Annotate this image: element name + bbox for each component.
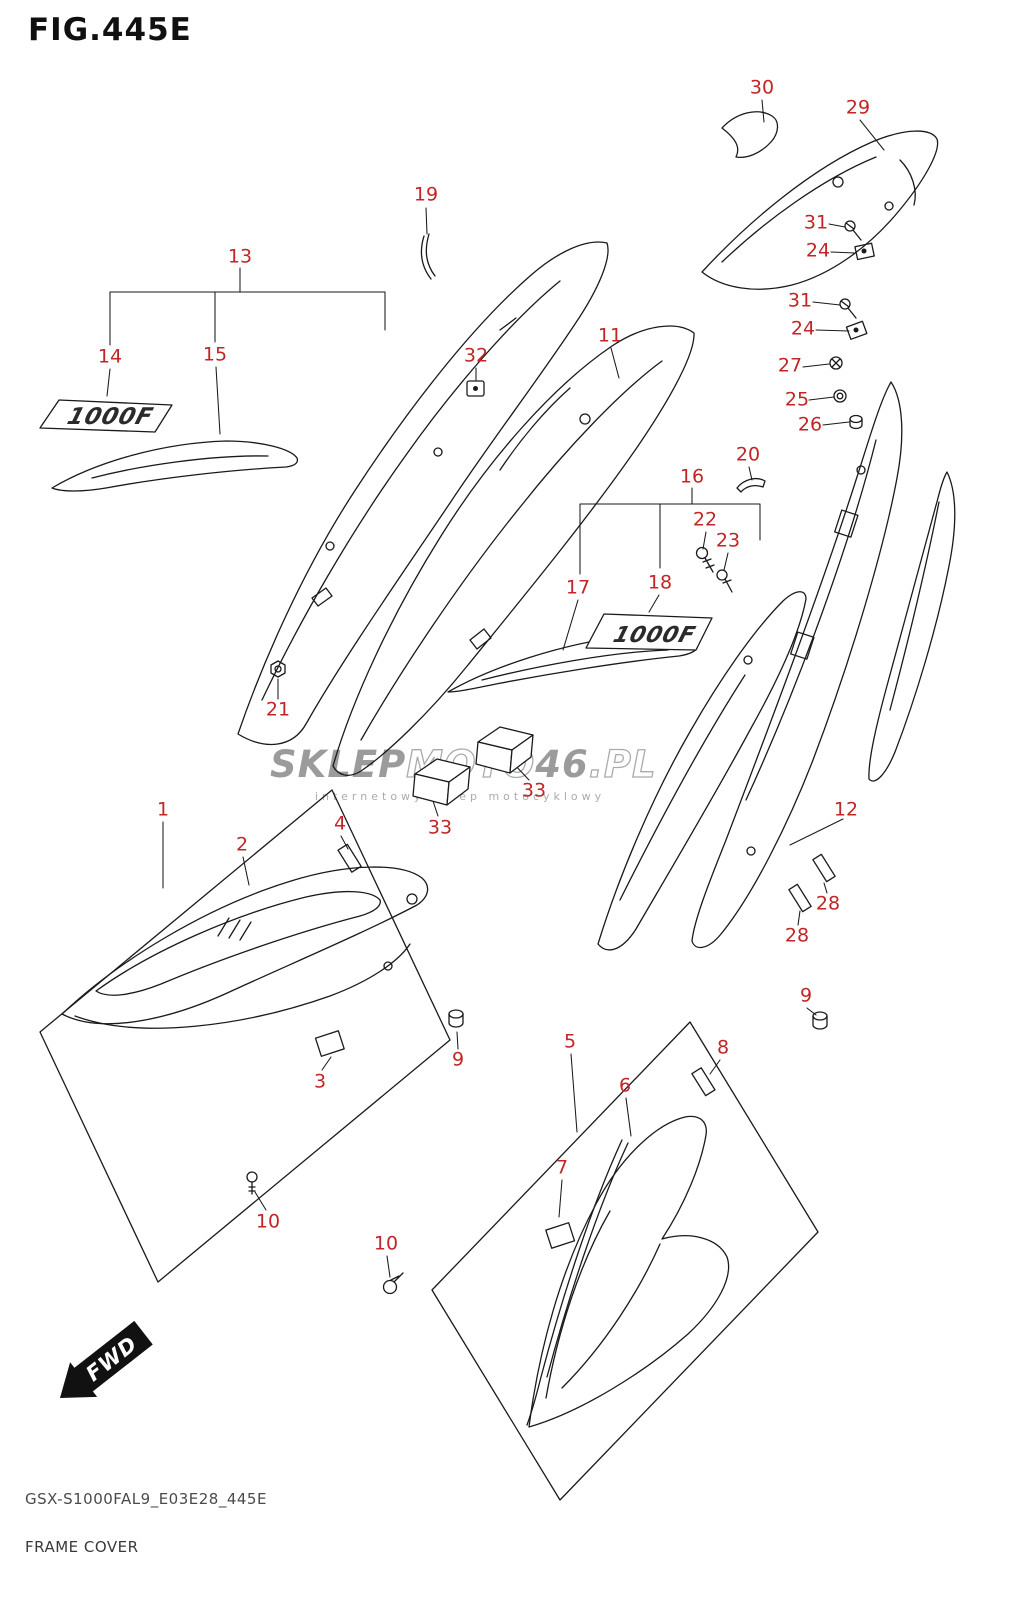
callout-17: 17 bbox=[565, 576, 591, 599]
cushion-3 bbox=[314, 1030, 345, 1057]
tape-8 bbox=[691, 1067, 716, 1097]
cushion-7 bbox=[545, 1222, 576, 1249]
callout-9: 9 bbox=[799, 984, 813, 1007]
screw-31-lower bbox=[839, 298, 857, 319]
callout-13: 13 bbox=[227, 245, 253, 268]
callout-14: 14 bbox=[97, 345, 123, 368]
callout-5: 5 bbox=[563, 1030, 577, 1053]
right-frame-cover bbox=[597, 591, 807, 951]
watermark-brand-segment: 46 bbox=[535, 743, 589, 786]
nut-25 bbox=[833, 389, 847, 403]
emblem-right-text: 1000F bbox=[610, 622, 699, 647]
emblem-right bbox=[585, 613, 713, 651]
callout-18: 18 bbox=[647, 571, 673, 594]
side-cover-left-assembly bbox=[61, 866, 429, 1029]
screw-23 bbox=[716, 569, 733, 593]
callout-12: 12 bbox=[833, 798, 859, 821]
side-rail-inner bbox=[691, 381, 903, 949]
side-rail-outer bbox=[868, 471, 956, 782]
tail-cover bbox=[701, 130, 939, 290]
callout-33: 33 bbox=[521, 779, 547, 802]
callout-33: 33 bbox=[427, 816, 453, 839]
figure-title: FIG.445E bbox=[28, 12, 192, 48]
screw-31-upper bbox=[844, 220, 862, 241]
assembly-box-right bbox=[431, 1021, 819, 1501]
hardware-box-left bbox=[412, 758, 471, 806]
tape-4 bbox=[337, 843, 362, 873]
screw-27 bbox=[829, 356, 843, 370]
callout-32: 32 bbox=[463, 344, 489, 367]
figure-name: FRAME COVER bbox=[25, 1538, 139, 1556]
screw-10-left bbox=[246, 1171, 258, 1195]
trim-blade-left bbox=[51, 440, 299, 492]
trim-strip-19 bbox=[420, 233, 436, 280]
callout-11: 11 bbox=[597, 324, 623, 347]
callout-31: 31 bbox=[787, 289, 813, 312]
callout-24: 24 bbox=[790, 317, 816, 340]
callout-31: 31 bbox=[803, 211, 829, 234]
callout-9: 9 bbox=[451, 1048, 465, 1071]
callout-2: 2 bbox=[235, 833, 249, 856]
callout-16: 16 bbox=[679, 465, 705, 488]
tape-28-upper bbox=[812, 853, 836, 883]
side-cover-right-assembly bbox=[526, 1115, 730, 1428]
clip-24-lower bbox=[845, 320, 868, 340]
callout-23: 23 bbox=[715, 529, 741, 552]
hardware-box-right bbox=[475, 726, 534, 774]
callout-10: 10 bbox=[373, 1232, 399, 1255]
clip-20 bbox=[736, 477, 766, 493]
clip-24-upper bbox=[854, 242, 875, 261]
callout-26: 26 bbox=[797, 413, 823, 436]
left-frame-cover bbox=[237, 241, 609, 746]
callout-15: 15 bbox=[202, 343, 228, 366]
screw-22 bbox=[695, 546, 715, 573]
callout-21: 21 bbox=[265, 698, 291, 721]
callout-4: 4 bbox=[333, 812, 347, 835]
figure-code: GSX-S1000FAL9_E03E28_445E bbox=[25, 1490, 267, 1508]
watermark-brand-segment: .PL bbox=[588, 743, 657, 786]
callout-28: 28 bbox=[784, 924, 810, 947]
nut-9-left bbox=[448, 1009, 464, 1028]
callout-28: 28 bbox=[815, 892, 841, 915]
callout-30: 30 bbox=[749, 76, 775, 99]
callout-1: 1 bbox=[156, 798, 170, 821]
callout-27: 27 bbox=[777, 354, 803, 377]
tape-28-lower bbox=[788, 883, 812, 913]
callout-20: 20 bbox=[735, 443, 761, 466]
callout-22: 22 bbox=[692, 508, 718, 531]
nut-9-right bbox=[812, 1011, 828, 1030]
tail-trim-30 bbox=[721, 111, 779, 159]
emblem-left-text: 1000F bbox=[64, 402, 157, 429]
callout-25: 25 bbox=[784, 388, 810, 411]
callout-19: 19 bbox=[413, 183, 439, 206]
callout-24: 24 bbox=[805, 239, 831, 262]
clip-32 bbox=[466, 380, 485, 397]
nut-21 bbox=[270, 660, 286, 678]
screw-10-right bbox=[382, 1272, 404, 1295]
callout-10: 10 bbox=[255, 1210, 281, 1233]
center-frame-cover bbox=[332, 325, 695, 776]
callout-8: 8 bbox=[716, 1036, 730, 1059]
callout-3: 3 bbox=[313, 1070, 327, 1093]
callout-29: 29 bbox=[845, 96, 871, 119]
grommet-26 bbox=[849, 414, 863, 430]
trim-blade-right bbox=[447, 633, 698, 693]
assembly-box-left bbox=[39, 789, 451, 1283]
emblem-left bbox=[39, 399, 173, 433]
callout-7: 7 bbox=[555, 1156, 569, 1179]
callout-6: 6 bbox=[618, 1074, 632, 1097]
